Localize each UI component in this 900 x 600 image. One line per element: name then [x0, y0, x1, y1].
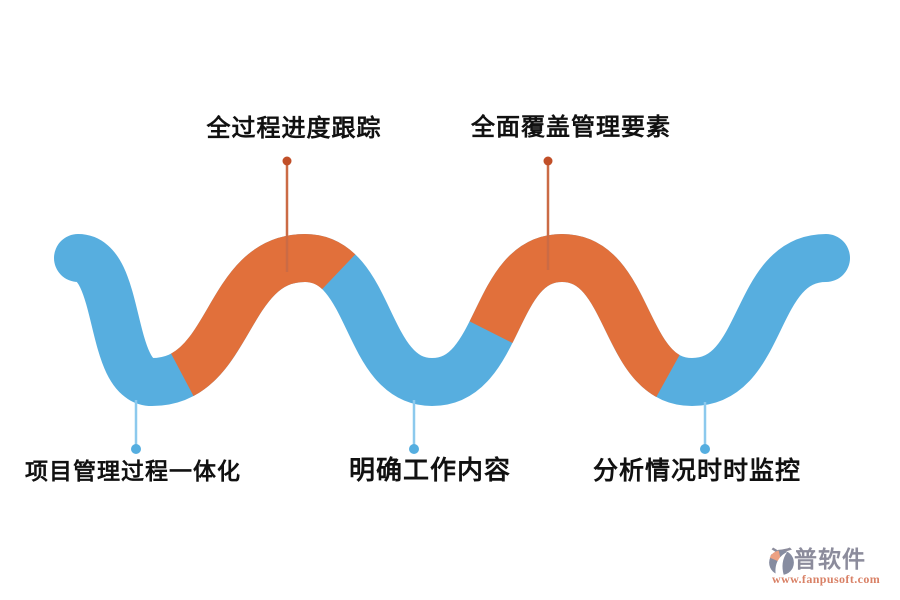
label-monitoring: 分析情况时时监控 [592, 457, 802, 485]
pointer-monitoring [700, 402, 710, 454]
fanpu-logo-icon [769, 550, 794, 575]
pointer-dot [700, 444, 710, 454]
pointer-management-elements [543, 156, 553, 270]
logo-website: www.fanpusoft.com [772, 572, 881, 586]
logo-name: 泛普软件 [770, 546, 866, 572]
label-management-elements: 全面覆盖管理要素 [471, 114, 671, 141]
pointer-progress-tracking [282, 156, 292, 272]
pointer-integration [131, 400, 141, 454]
brand-watermark: 泛普软件 www.fanpusoft.com [768, 548, 880, 585]
label-work-content: 明确工作内容 [348, 455, 512, 485]
label-progress-tracking: 全过程进度跟踪 [206, 115, 382, 142]
pointer-dot [409, 444, 419, 454]
pointer-dot [282, 156, 292, 166]
pointer-dot [543, 156, 553, 166]
wave-blue-path [54, 233, 850, 407]
label-integration: 项目管理过程一体化 [25, 458, 241, 484]
pointer-work-content [409, 400, 419, 454]
pointer-dot [131, 444, 141, 454]
